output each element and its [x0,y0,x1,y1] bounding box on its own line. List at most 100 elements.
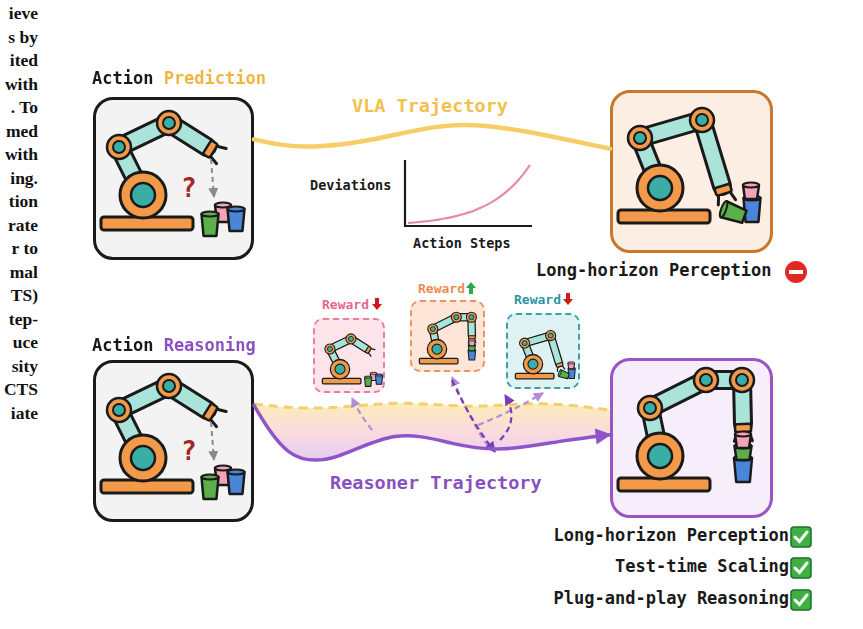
cup-rim [469,339,476,341]
joint-inner [163,380,175,392]
joint-inner [548,333,553,338]
cup [468,344,475,351]
cup-body [202,477,219,499]
gripper [713,183,735,204]
cup [365,376,372,386]
box-heading: Action Reasoning [92,335,256,355]
capability-caption: Plug-and-play Reasoning [554,588,789,608]
cup [558,369,570,379]
arm-body [640,120,722,188]
base-joint-inner [528,359,538,369]
capability-caption: Long-horizon Perception [536,260,771,280]
check-mark [795,532,807,542]
base-joint-outer [330,360,349,379]
gripper [202,139,226,163]
robot-arm [618,368,754,491]
cup [735,432,751,449]
reward-box: Reward [410,300,485,372]
arm-body [650,380,743,456]
joint-outer [520,338,530,348]
cup [735,444,752,461]
joint-outer [346,334,356,344]
cup-body [559,370,570,380]
cup [370,372,377,380]
cup [468,349,476,360]
reward-up-arrow [466,282,476,294]
selected-branch-arrow [500,395,511,440]
gripper-finger [716,191,736,205]
cup-rim [734,456,752,461]
cup-body [228,209,245,231]
joint-outer [451,312,461,322]
cup-rim [718,200,729,218]
base-joint-inner [648,176,672,200]
reasoner-trajectory [254,405,610,460]
base-joint-outer [637,433,683,479]
cropped-paper-text: ited [10,50,38,71]
base-joint-outer [637,165,683,211]
joint-outer [694,368,718,392]
outcome-box: Long-horizon PerceptionTest-time Scaling… [610,358,773,518]
joint-inner [163,117,175,129]
reward-box: Reward [506,313,580,389]
joint-outer [428,324,438,334]
reward-label: Reward [514,292,561,308]
arm-outline [525,336,559,365]
deviation-curve [408,165,530,223]
gripper [468,336,476,343]
arm-outline [650,380,743,456]
trajectory-label: Reasoner Trajectory [330,472,542,494]
robot-base-plate [322,378,361,383]
search-band [254,403,610,460]
arm-body [433,317,472,349]
check-mark [795,595,807,605]
question-mark: ? [181,173,197,204]
cup [375,374,382,384]
joint-inner [430,326,435,331]
gripper-mount [469,336,476,340]
gripper [734,424,752,441]
question-mark: ? [181,436,197,467]
joint-outer [107,135,131,159]
cropped-paper-text: TS) [11,285,38,306]
cropped-paper-text: ing. [10,168,38,189]
cup-rim [568,367,575,369]
joint-outer [546,331,556,341]
cup-rim [743,183,759,188]
gripper-mount [365,346,371,353]
fail-mark-bar [789,270,803,274]
gripper [555,362,564,371]
cup-rim [468,344,475,346]
cup-body [215,205,231,222]
arm-body [119,386,207,458]
base-joint-inner [335,364,345,374]
gripper-finger [556,365,564,371]
arm-body [119,123,207,195]
base-joint-outer [427,340,446,359]
arm-body [330,339,367,369]
reward-down-arrow [372,298,382,310]
joint-outer [157,374,181,398]
search-arrow [452,377,488,446]
cup-rim [215,203,231,208]
joint-inner [644,402,656,414]
joint-outer [628,126,652,150]
cropped-paper-text: med [6,121,38,142]
gripper-finger [734,432,752,441]
robot-arm [101,111,245,236]
cup-body [469,340,476,346]
joint-inner [522,341,527,346]
joint-outer [107,398,131,422]
cropped-paper-text: rate [8,215,38,236]
robot-base-plate [419,358,458,363]
capability-caption: Test-time Scaling [615,556,789,576]
cup [215,203,231,223]
search-arrow [352,398,372,430]
cup-body [568,363,575,369]
joint-inner [469,315,474,320]
robot-arm [419,312,476,364]
joint-outer [730,368,754,392]
robot-base-plate [101,217,193,230]
robot-arm [618,108,761,225]
